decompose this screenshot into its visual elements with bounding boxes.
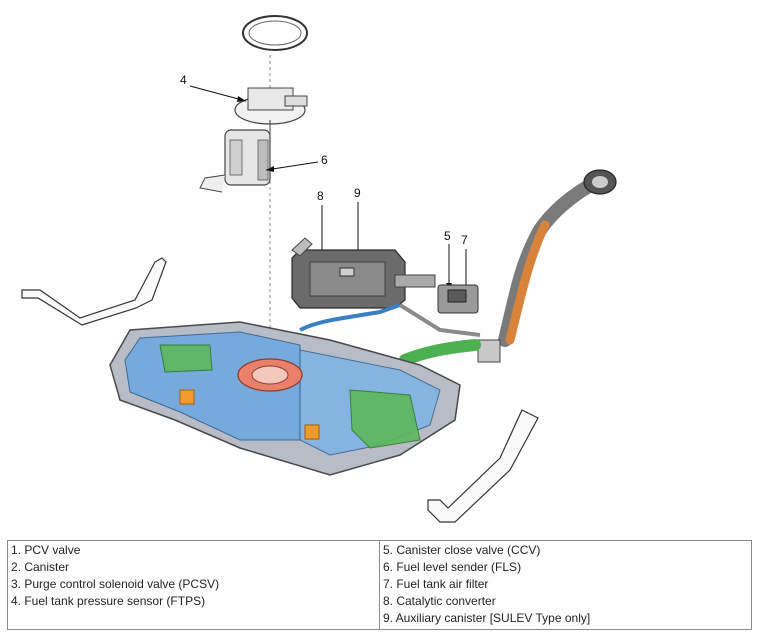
callout-5: 5 xyxy=(444,229,451,243)
left-tank-strap xyxy=(21,257,167,326)
fuel-tank xyxy=(109,321,461,476)
callout-8: 8 xyxy=(317,189,324,203)
purge-line-blue xyxy=(299,303,401,332)
legend-item-2: 2. Canister xyxy=(11,560,70,574)
legend-item-6: 6. Fuel level sender (FLS) xyxy=(383,560,522,574)
legend-table: 1. PCV valve 2. Canister 3. Purge contro… xyxy=(7,540,752,630)
legend-left-column: 1. PCV valve 2. Canister 3. Purge contro… xyxy=(7,540,380,630)
legend-item-8: 8. Catalytic converter xyxy=(383,594,496,608)
callout-6: 6 xyxy=(321,153,328,167)
legend-row: 1. PCV valve 2. Canister 3. Purge contro… xyxy=(7,540,752,630)
legend-item-3: 3. Purge control solenoid valve (PCSV) xyxy=(11,577,220,591)
fuel-system-diagram: 4 6 8 9 5 7 xyxy=(21,15,617,523)
legend-item-1: 1. PCV valve xyxy=(11,543,81,557)
vapor-hose-green xyxy=(399,339,481,366)
right-tank-strap xyxy=(427,409,539,523)
legend-item-5: 5. Canister close valve (CCV) xyxy=(383,543,541,557)
fuel-pump-module xyxy=(199,87,308,193)
legend-item-4: 4. Fuel tank pressure sensor (FTPS) xyxy=(11,594,206,608)
legend-item-7: 7. Fuel tank air filter xyxy=(383,577,489,591)
filler-hose xyxy=(477,169,617,363)
callout-9: 9 xyxy=(354,186,361,200)
canister xyxy=(291,237,436,309)
callout-4: 4 xyxy=(180,73,187,87)
callout-7: 7 xyxy=(461,233,468,247)
gasket-ring xyxy=(242,15,308,51)
legend-right-column: 5. Canister close valve (CCV) 6. Fuel le… xyxy=(379,540,752,630)
vent-line xyxy=(398,303,481,337)
legend-item-9: 9. Auxiliary canister [SULEV Type only] xyxy=(383,611,591,625)
canister-close-valve-assembly xyxy=(437,284,479,314)
